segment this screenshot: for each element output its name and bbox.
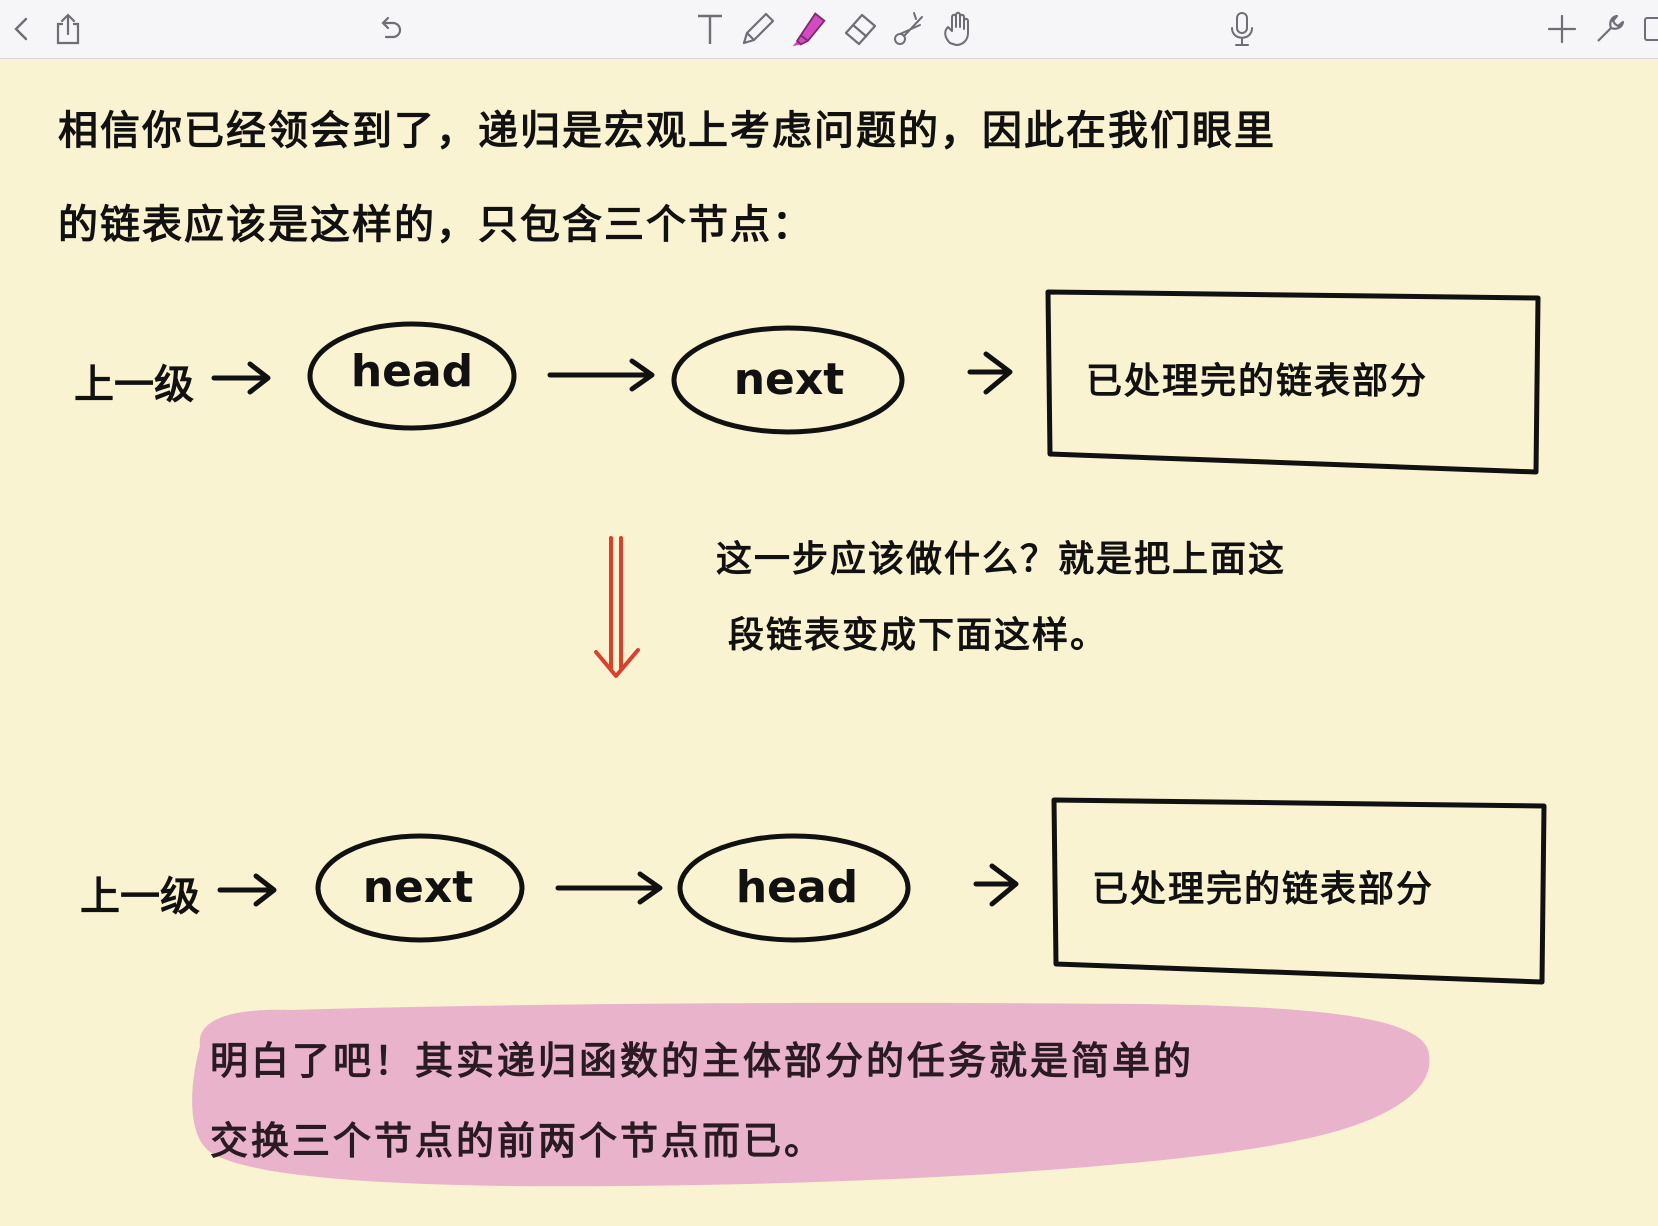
summary-line-1: 明白了吧！其实递归函数的主体部分的任务就是简单的	[210, 1039, 1195, 1083]
arrow-prev-to-head-top	[211, 361, 271, 395]
node-ellipse-next-bottom	[315, 833, 525, 943]
rest-box-bottom	[1051, 797, 1547, 985]
rest-box-label-bottom: 已处理完的链表部分	[1092, 869, 1435, 910]
share-icon[interactable]	[48, 9, 88, 49]
arrow-head-to-next-top	[547, 358, 655, 392]
prev-label-top: 上一级	[74, 362, 194, 408]
rest-box-top	[1045, 289, 1541, 475]
node-label-head-bottom: head	[735, 862, 859, 913]
wrench-icon[interactable]	[1590, 9, 1630, 49]
node-label-head-top: head	[350, 346, 474, 397]
arrow-prev-to-head-bottom	[217, 873, 277, 907]
eraser-tool-icon[interactable]	[840, 9, 880, 49]
intro-line-1: 相信你已经领会到了，递归是宏观上考虑问题的，因此在我们眼里	[58, 108, 1276, 154]
node-ellipse-head-bottom	[677, 833, 911, 943]
view-icon[interactable]	[1636, 9, 1658, 49]
middle-note-line-1: 这一步应该做什么？就是把上面这	[716, 539, 1287, 580]
highlight-mark	[192, 1002, 1430, 1187]
chevron-left-icon[interactable]	[2, 9, 42, 49]
hand-tool-icon[interactable]	[938, 9, 978, 49]
intro-line-2: 的链表应该是这样的，只包含三个节点：	[58, 202, 814, 248]
node-ellipse-head-top	[307, 321, 517, 431]
prev-label-bottom: 上一级	[80, 874, 200, 920]
arrow-head-to-next-bottom	[555, 871, 663, 905]
arrow-next-to-rest-bottom	[973, 863, 1019, 907]
pen-tool-icon[interactable]	[738, 9, 778, 49]
down-arrow	[594, 536, 640, 678]
node-label-next-bottom: next	[362, 862, 474, 913]
undo-icon[interactable]	[370, 9, 410, 49]
middle-note-line-2: 段链表变成下面这样。	[728, 615, 1109, 656]
text-tool-icon[interactable]	[690, 9, 730, 49]
node-label-next-top: next	[733, 354, 845, 405]
arrow-next-to-rest-top	[967, 351, 1013, 395]
summary-line-2: 交换三个节点的前两个节点而已。	[210, 1119, 826, 1163]
rest-box-label-top: 已处理完的链表部分	[1086, 361, 1429, 402]
highlighter-tool-icon[interactable]	[788, 9, 828, 49]
add-icon[interactable]	[1542, 9, 1582, 49]
microphone-icon[interactable]	[1222, 9, 1262, 49]
node-ellipse-next-top	[671, 325, 905, 435]
lasso-tool-icon[interactable]	[890, 9, 930, 49]
toolbar	[0, 0, 1658, 59]
